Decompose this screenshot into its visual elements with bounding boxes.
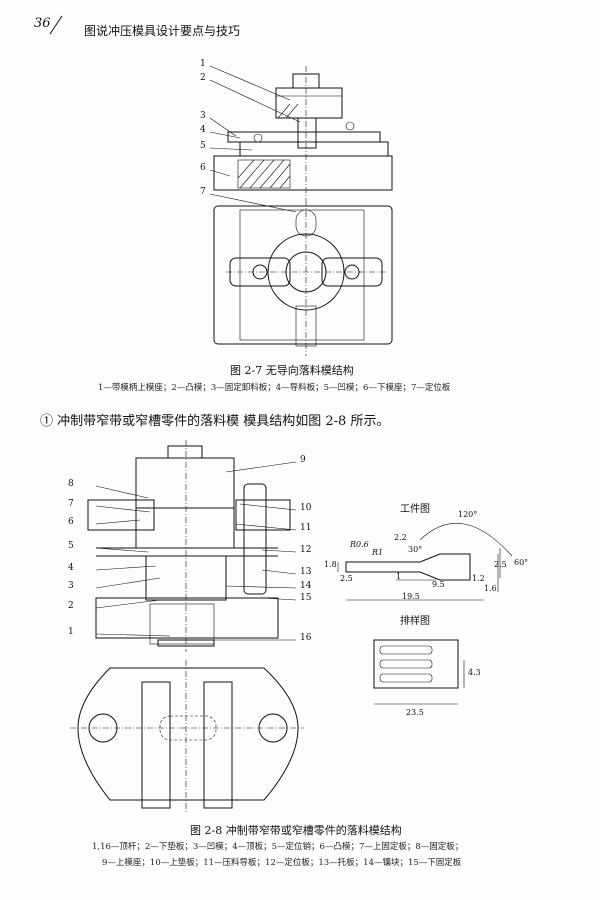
figure-2-8-legend-line1: 1,16—顶杆；2—下垫板；3—凹模；4—顶板；5—定位销；6—凸模；7—上固定…: [92, 842, 464, 852]
running-title: 图说冲压模具设计要点与技巧: [84, 24, 241, 38]
dim-1-6: 1.6: [484, 584, 497, 593]
header-rule: [49, 15, 63, 35]
page-header: 36 图说冲压模具设计要点与技巧: [0, 0, 600, 40]
dim-9-5: 9.5: [432, 580, 445, 589]
fig28-callout-16: 16: [300, 633, 312, 643]
fig28-elevation: [87, 440, 291, 652]
fig28-callout-11: 11: [300, 523, 312, 533]
fig28-callout-1: 1: [68, 627, 74, 637]
dim-r06: R0.6: [350, 540, 369, 549]
dim-4-3: 4.3: [468, 668, 481, 677]
dim-2-5-right: 2.5: [494, 560, 507, 569]
fig27-callout-6: 6: [200, 163, 206, 173]
fig28-leaders: [95, 461, 297, 641]
dim-60deg: 60°: [514, 558, 529, 567]
layout-title: 排样图: [400, 616, 430, 627]
dim-19-5: 19.5: [402, 592, 420, 601]
dim-2-5-left: 2.5: [340, 574, 353, 583]
dim-30deg: 30°: [408, 545, 423, 554]
fig28-callout-2: 2: [68, 601, 74, 611]
fig27-callout-1: 1: [200, 59, 206, 69]
fig27-callout-5: 5: [200, 141, 206, 151]
fig28-callout-10: 10: [300, 503, 312, 513]
workpiece-title: 工件图: [400, 504, 430, 515]
figure-2-7-caption: 图 2-7 无导向落料模结构: [230, 364, 354, 377]
fig27-callout-7: 7: [200, 187, 206, 197]
fig28-callout-9: 9: [300, 455, 306, 465]
dim-1-8: 1.8: [324, 560, 337, 569]
fig28-plan: [70, 660, 304, 812]
section-paragraph: ① 冲制带窄带或窄槽零件的落料模 模具结构如图 2-8 所示。: [40, 414, 390, 429]
page-number: 36: [34, 16, 51, 31]
fig28-callout-13: 13: [300, 567, 312, 577]
figure-2-8-caption: 图 2-8 冲制带窄带或窄槽零件的落料模结构: [190, 824, 402, 837]
dim-23-5: 23.5: [406, 708, 424, 717]
fig27-callout-3: 3: [200, 111, 206, 121]
fig28-callout-5: 5: [68, 541, 74, 551]
fig28-callout-3: 3: [68, 581, 74, 591]
fig28-callout-15: 15: [300, 593, 312, 603]
fig27-plan: [213, 200, 393, 356]
dim-120deg: 120°: [458, 510, 478, 519]
figure-2-7-legend: 1—带模柄上模座；2—凸模；3—固定卸料板；4—导料板；5—凹模；6—下模座；7…: [98, 383, 451, 393]
dim-1-2: 1.2: [472, 574, 485, 583]
fig28-callout-12: 12: [300, 545, 312, 555]
fig28-callout-6: 6: [68, 517, 74, 527]
fig28-strip-layout: [373, 639, 465, 705]
dim-2-2: 2.2: [394, 533, 407, 542]
fig28-callout-4: 4: [68, 563, 74, 573]
fig27-callout-4: 4: [200, 125, 206, 135]
fig28-callout-8: 8: [68, 479, 74, 489]
fig27-leaders: [209, 65, 301, 213]
fig28-callout-7: 7: [68, 499, 74, 509]
dim-r1: R1: [372, 548, 384, 557]
figure-2-8-legend-line2: 9—上模座；10—上垫板；11—压料导板；12—定位板；13—托板；14—镶块；…: [102, 858, 462, 868]
fig27-elevation: [213, 66, 393, 200]
dim-1: 1: [396, 572, 402, 581]
fig28-callout-14: 14: [300, 581, 312, 591]
fig27-callout-2: 2: [200, 73, 206, 83]
fig28-workpiece: [337, 523, 513, 601]
